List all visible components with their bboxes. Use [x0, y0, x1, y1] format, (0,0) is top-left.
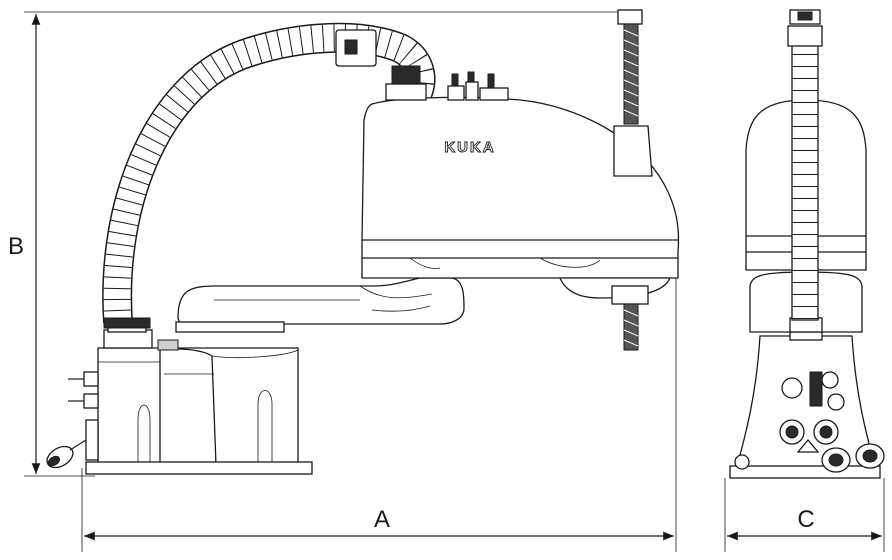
robot-arm-2: KUKA: [361, 65, 680, 299]
kuka-logo: KUKA: [444, 139, 495, 156]
dimension-a-label: A: [374, 506, 390, 533]
cable-chain: [102, 22, 436, 329]
dimension-c: C: [724, 478, 885, 552]
spindle: [611, 9, 653, 351]
dimension-c-label: C: [797, 506, 814, 533]
dimension-a: A: [81, 240, 677, 552]
dimension-b-label: B: [8, 233, 24, 260]
robot-arm-1: [175, 277, 465, 333]
robot-front-view: [729, 9, 885, 479]
dimension-b: B: [4, 11, 640, 477]
front-base: [729, 329, 885, 479]
robot-base: [46, 319, 313, 475]
front-cable-chain: [787, 9, 823, 321]
robot-side-view: KUKA: [46, 9, 680, 475]
